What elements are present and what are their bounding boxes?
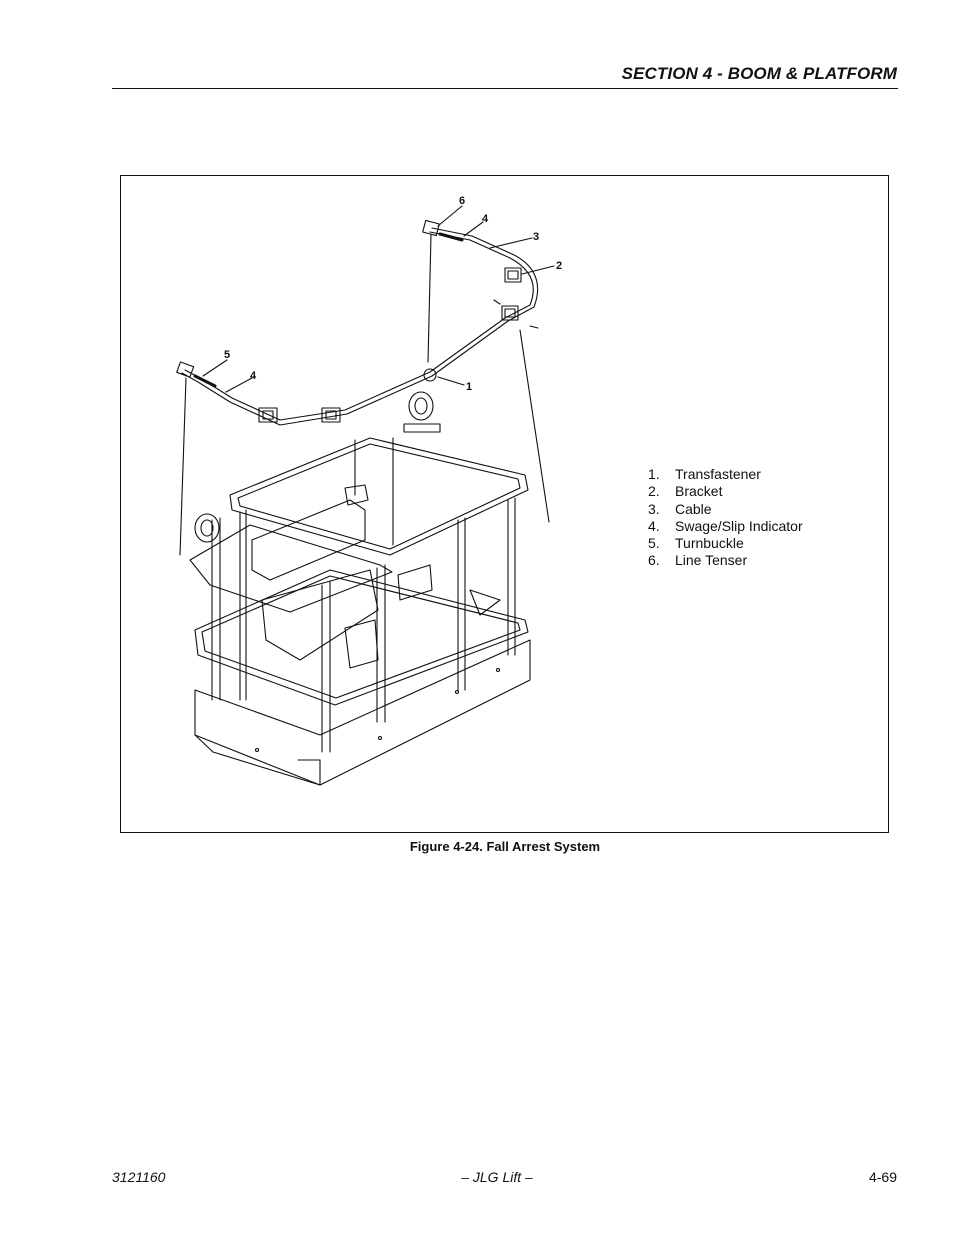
figure-caption: Figure 4-24. Fall Arrest System bbox=[409, 839, 601, 854]
header-rule bbox=[112, 88, 898, 89]
page-number: 4-69 bbox=[868, 1169, 897, 1185]
legend-label: Turnbuckle bbox=[675, 535, 744, 552]
callout-1: 1 bbox=[466, 381, 472, 393]
transfastener bbox=[194, 391, 441, 543]
hanger-lines bbox=[179, 234, 550, 556]
legend-number: 5. bbox=[648, 535, 660, 552]
legend-number: 3. bbox=[648, 500, 660, 517]
legend-number: 6. bbox=[648, 552, 660, 569]
callout-4-top: 4 bbox=[482, 213, 489, 225]
callout-leaders bbox=[202, 205, 555, 393]
legend-label: Line Tenser bbox=[675, 552, 748, 569]
callout-numbers: 6 4 3 2 5 4 1 bbox=[224, 195, 562, 393]
doc-number: 3121160 bbox=[112, 1169, 166, 1185]
legend-number: 1. bbox=[648, 466, 660, 482]
section-title: SECTION 4 - BOOM & PLATFORM bbox=[621, 64, 897, 83]
turnbuckle-end bbox=[176, 219, 464, 388]
callout-2: 2 bbox=[556, 260, 562, 272]
legend-item: 2. Bracket bbox=[648, 483, 803, 500]
cable-brackets bbox=[258, 267, 539, 423]
publisher-label: – JLG Lift – bbox=[461, 1169, 533, 1185]
legend-number: 2. bbox=[648, 483, 660, 500]
cable-run bbox=[181, 227, 539, 426]
callout-4-left: 4 bbox=[250, 370, 257, 382]
legend-number: 4. bbox=[648, 517, 660, 534]
legend-item: 6. Line Tenser bbox=[648, 552, 803, 569]
figure-frame bbox=[120, 175, 889, 833]
legend-item: 3. Cable bbox=[648, 501, 803, 518]
callout-3: 3 bbox=[533, 231, 539, 243]
parts-legend: 1. Transfastener 2. Bracket 3. Cable 4. Swag… bbox=[648, 466, 803, 570]
legend-label: Bracket bbox=[675, 483, 723, 500]
platform-basket bbox=[189, 437, 531, 786]
legend-label: Transfastener bbox=[675, 466, 761, 482]
legend-item: 5. Turnbuckle bbox=[648, 535, 803, 552]
legend-label: Swage/Slip Indicator bbox=[675, 517, 803, 534]
legend-item: 1. Transfastener bbox=[648, 466, 803, 483]
legend-label: Cable bbox=[675, 500, 712, 517]
callout-6: 6 bbox=[459, 195, 465, 207]
legend-item: 4. Swage/Slip Indicator bbox=[648, 518, 803, 535]
callout-5: 5 bbox=[224, 349, 230, 361]
